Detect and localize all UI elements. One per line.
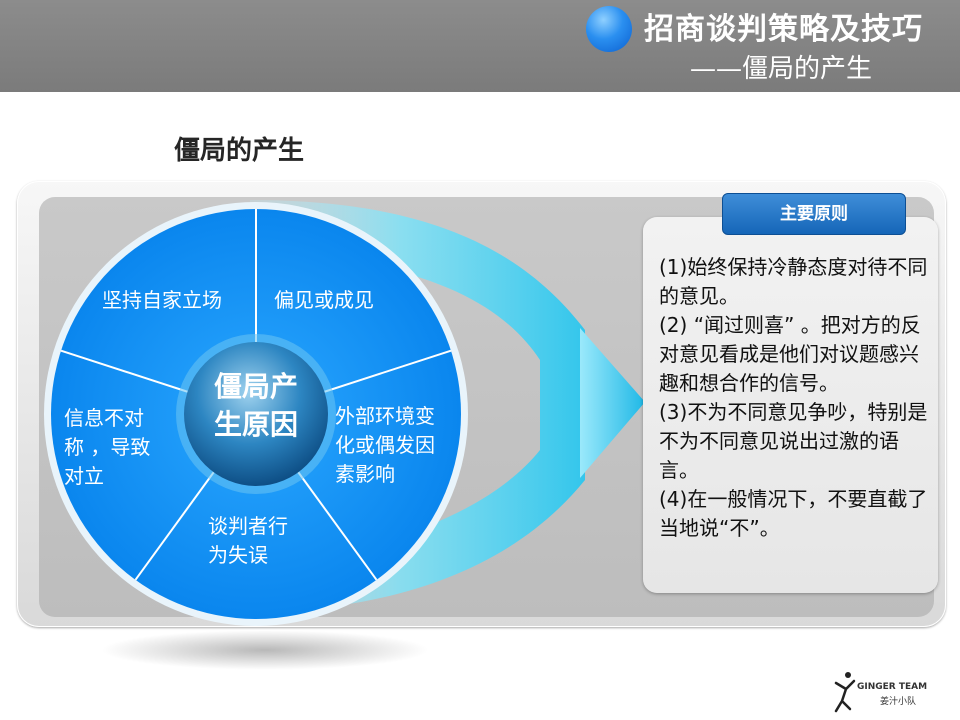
cause-label-prejudice: 偏见或成见 [274,288,374,312]
slide-title: 招商谈判策略及技巧 [644,12,923,47]
title-bullet-icon [586,6,632,52]
ginger-team-logo-icon [834,672,856,713]
principles-list: (1)始终保持冷静态度对待不同的意见。 (2) “闻过则喜” 。把对方的反对意见… [659,253,934,543]
wheel-divider [297,471,378,581]
principles-box [643,217,938,593]
cause-label-negotiator-error: 谈判者行 为失误 [208,514,288,567]
arrow-body [250,200,585,610]
wheel-divider [134,471,215,581]
principles-tab: 主要原则 [722,193,906,235]
cause-label-own-position: 坚持自家立场 [102,288,222,312]
principle-item: (2) “闻过则喜” 。把对方的反对意见看成是他们对议题感兴趣和想合作的信号。 [659,313,921,395]
principle-item: (4)在一般情况下，不要直截了当地说“不”。 [659,487,928,540]
principle-item: (1)始终保持冷静态度对待不同的意见。 [659,255,928,308]
cause-label-info-asymmetry: 信息不对 称 ，导致 对立 [64,406,151,488]
section-title: 僵局的产生 [174,136,305,166]
logo-name: GINGER TEAM [857,682,928,692]
arrow-head [580,328,645,478]
wheel-divider [60,349,188,393]
wheel-hub [184,342,328,486]
panel-shadow [100,630,430,670]
wheel-center-label: 僵局产 生原因 [213,370,298,441]
wheel-divider [324,349,452,393]
logo-subtitle: 姜汁小队 [880,697,917,707]
cause-label-external-change: 外部环境变 化或偶发因 素影响 [335,404,435,486]
header-bar [0,0,960,92]
slide-subtitle: ——僵局的产生 [690,54,873,84]
principle-item: (3)不为不同意见争吵，特别是不为不同意见说出过激的语言。 [659,400,928,482]
